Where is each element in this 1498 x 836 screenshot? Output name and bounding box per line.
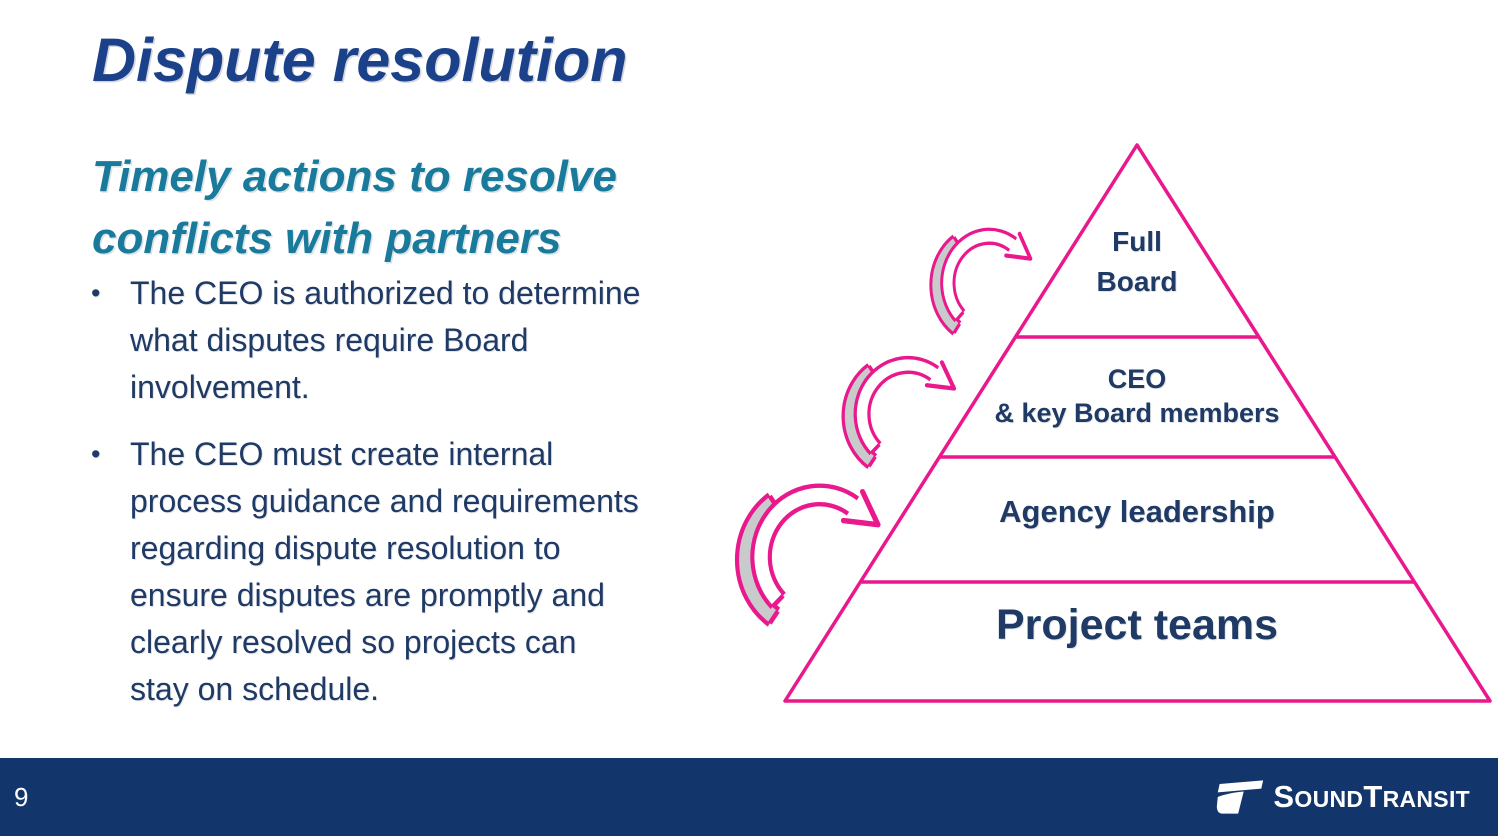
pyramid-level-full-board: Full Board [1096, 226, 1178, 297]
bullet-text: The CEO must create internal process gui… [130, 436, 639, 707]
bullet-text: The CEO is authorized to determine what … [130, 275, 641, 405]
slide-title: Dispute resolution [92, 26, 628, 94]
page-number: 9 [14, 781, 29, 812]
slide-subtitle: Timely actions to resolve conflicts with… [92, 152, 617, 263]
escalation-pyramid-diagram: Full Board CEO & key Board members Agenc… [781, 141, 1494, 706]
wordmark-part: OUND [1294, 786, 1364, 812]
wordmark-part: RANSIT [1382, 786, 1470, 812]
wordmark-part: S [1273, 779, 1295, 814]
bullet-marker: • [91, 278, 101, 308]
bullet-list: • The CEO is authorized to determine wha… [91, 270, 640, 713]
bullet-item: • The CEO is authorized to determine wha… [91, 270, 640, 411]
curved-escalation-arrow-icon [733, 476, 883, 638]
soundtransit-t-icon [1217, 780, 1264, 814]
pyramid-outline [783, 143, 1492, 703]
pyramid-level-project-teams: Project teams [995, 601, 1279, 649]
curved-escalation-arrow-icon [928, 222, 1034, 344]
curved-escalation-arrow-icon [840, 350, 958, 478]
bullet-marker: • [91, 439, 101, 469]
bullet-item: • The CEO must create internal process g… [91, 431, 640, 713]
pyramid-level-agency-leadership: Agency leadership [999, 494, 1275, 529]
pyramid-level-ceo-key-board-members: CEO & key Board members [994, 364, 1280, 428]
wordmark-part: T [1363, 779, 1383, 814]
